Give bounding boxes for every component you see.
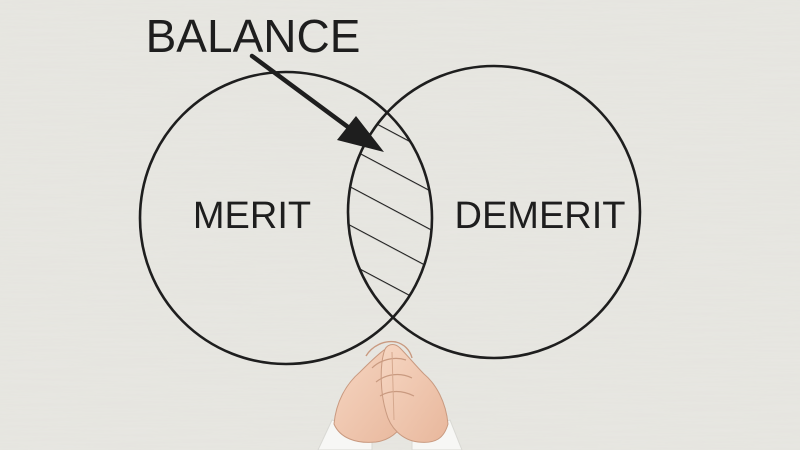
merit-circle [138, 70, 434, 366]
clasped-hands-icon [317, 340, 463, 450]
arrow-icon [249, 53, 384, 152]
demerit-label: DEMERIT [455, 195, 626, 237]
merit-label: MERIT [193, 195, 311, 237]
balance-label: BALANCE [146, 10, 361, 62]
demerit-circle [346, 64, 642, 360]
